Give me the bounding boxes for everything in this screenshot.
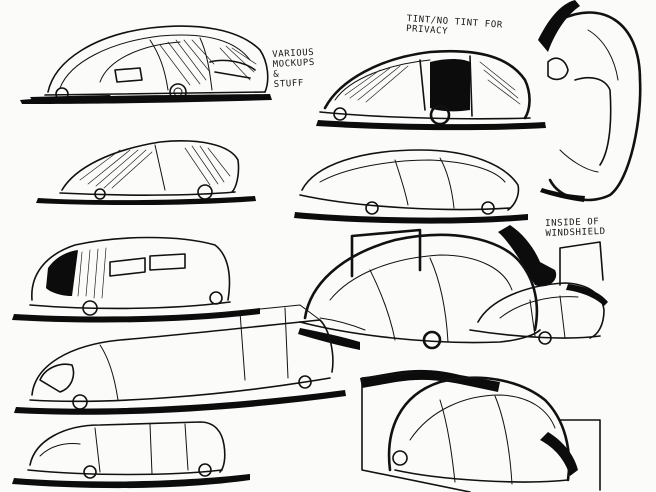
sketch-car-bottom-right <box>360 369 601 492</box>
sketch-car-middle-center <box>294 149 528 224</box>
sketch-car-bottom-left <box>12 421 250 489</box>
sketch-van-top-middle <box>316 49 546 131</box>
sketch-topview-right-edge <box>538 0 642 202</box>
annotation-inside-windshield: INSIDE OF WINDSHIELD <box>545 217 606 239</box>
sketch-van-top-left <box>20 25 272 104</box>
sketch-car-right <box>469 282 608 345</box>
sketch-van-mid-left <box>12 236 260 323</box>
sketch-car-center-large <box>298 225 604 350</box>
sketch-car-middle-left <box>36 140 256 206</box>
annotation-various-mockups: VARIOUS MOCKUPS & STUFF <box>272 47 316 90</box>
sketch-vehicle-lower-left <box>14 304 346 415</box>
